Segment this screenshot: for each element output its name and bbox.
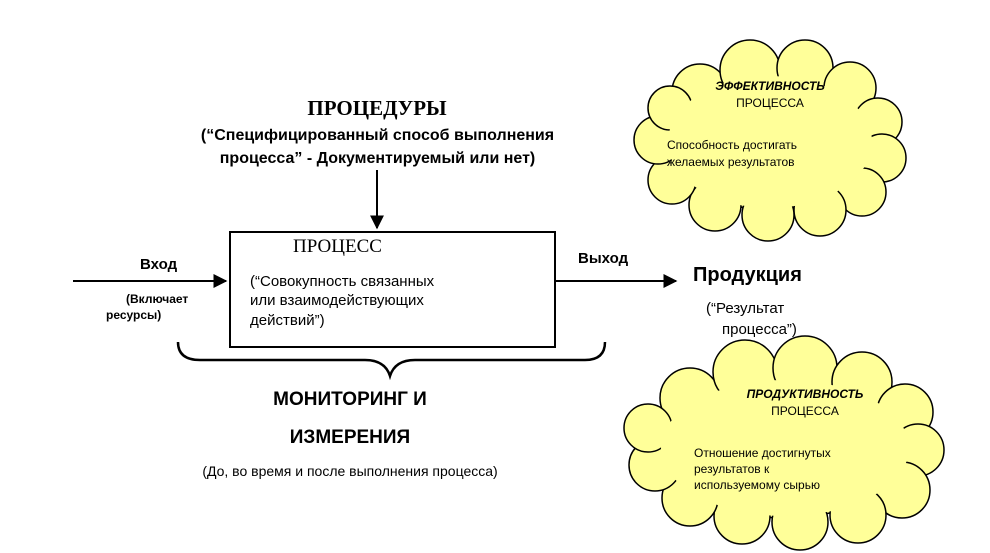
productivity-text-line1: Отношение достигнутых (694, 446, 831, 460)
process-description-line3: действий”) (250, 312, 325, 329)
product-note-line2: процесса”) (722, 321, 797, 338)
process-box (229, 231, 556, 348)
input-label: Вход (140, 256, 178, 273)
monitoring-brace (176, 341, 607, 381)
process-description-line2: или взаимодействующих (250, 292, 424, 309)
efficiency-title: ЭФФЕКТИВНОСТЬ (715, 79, 825, 93)
productivity-cloud-shape (623, 335, 945, 551)
productivity-title: ПРОДУКТИВНОСТЬ (746, 387, 864, 401)
efficiency-cloud-shape (633, 39, 907, 242)
output-label: Выход (578, 250, 629, 267)
productivity-subtitle: ПРОЦЕССА (771, 404, 839, 418)
efficiency-text-line2: желаемых результатов (667, 155, 795, 169)
efficiency-text-line1: Способность достигать (667, 138, 798, 152)
productivity-text-line2: результатов к (694, 462, 770, 476)
procedures-description-line2: процесса” - Документируемый или нет) (219, 150, 536, 167)
input-note-line1: (Включает (126, 292, 189, 306)
monitoring-title-line1: МОНИТОРИНГ И (273, 389, 427, 410)
efficiency-subtitle: ПРОЦЕССА (736, 96, 804, 110)
product-label: Продукция (693, 264, 802, 286)
procedures-description-line1: (“Специфицированный способ выполнения (200, 127, 555, 144)
monitoring-title-line2: ИЗМЕРЕНИЯ (289, 427, 411, 448)
monitoring-note: (До, во время и после выполнения процесс… (202, 463, 498, 479)
process-description-line1: (“Совокупность связанных (250, 273, 435, 290)
productivity-text-line3: используемому сырью (694, 478, 820, 492)
input-note-line2: ресурсы) (106, 308, 162, 322)
procedures-title: ПРОЦЕДУРЫ (307, 96, 447, 120)
process-title: ПРОЦЕСС (293, 236, 382, 257)
product-note-line1: (“Результат (706, 300, 785, 317)
